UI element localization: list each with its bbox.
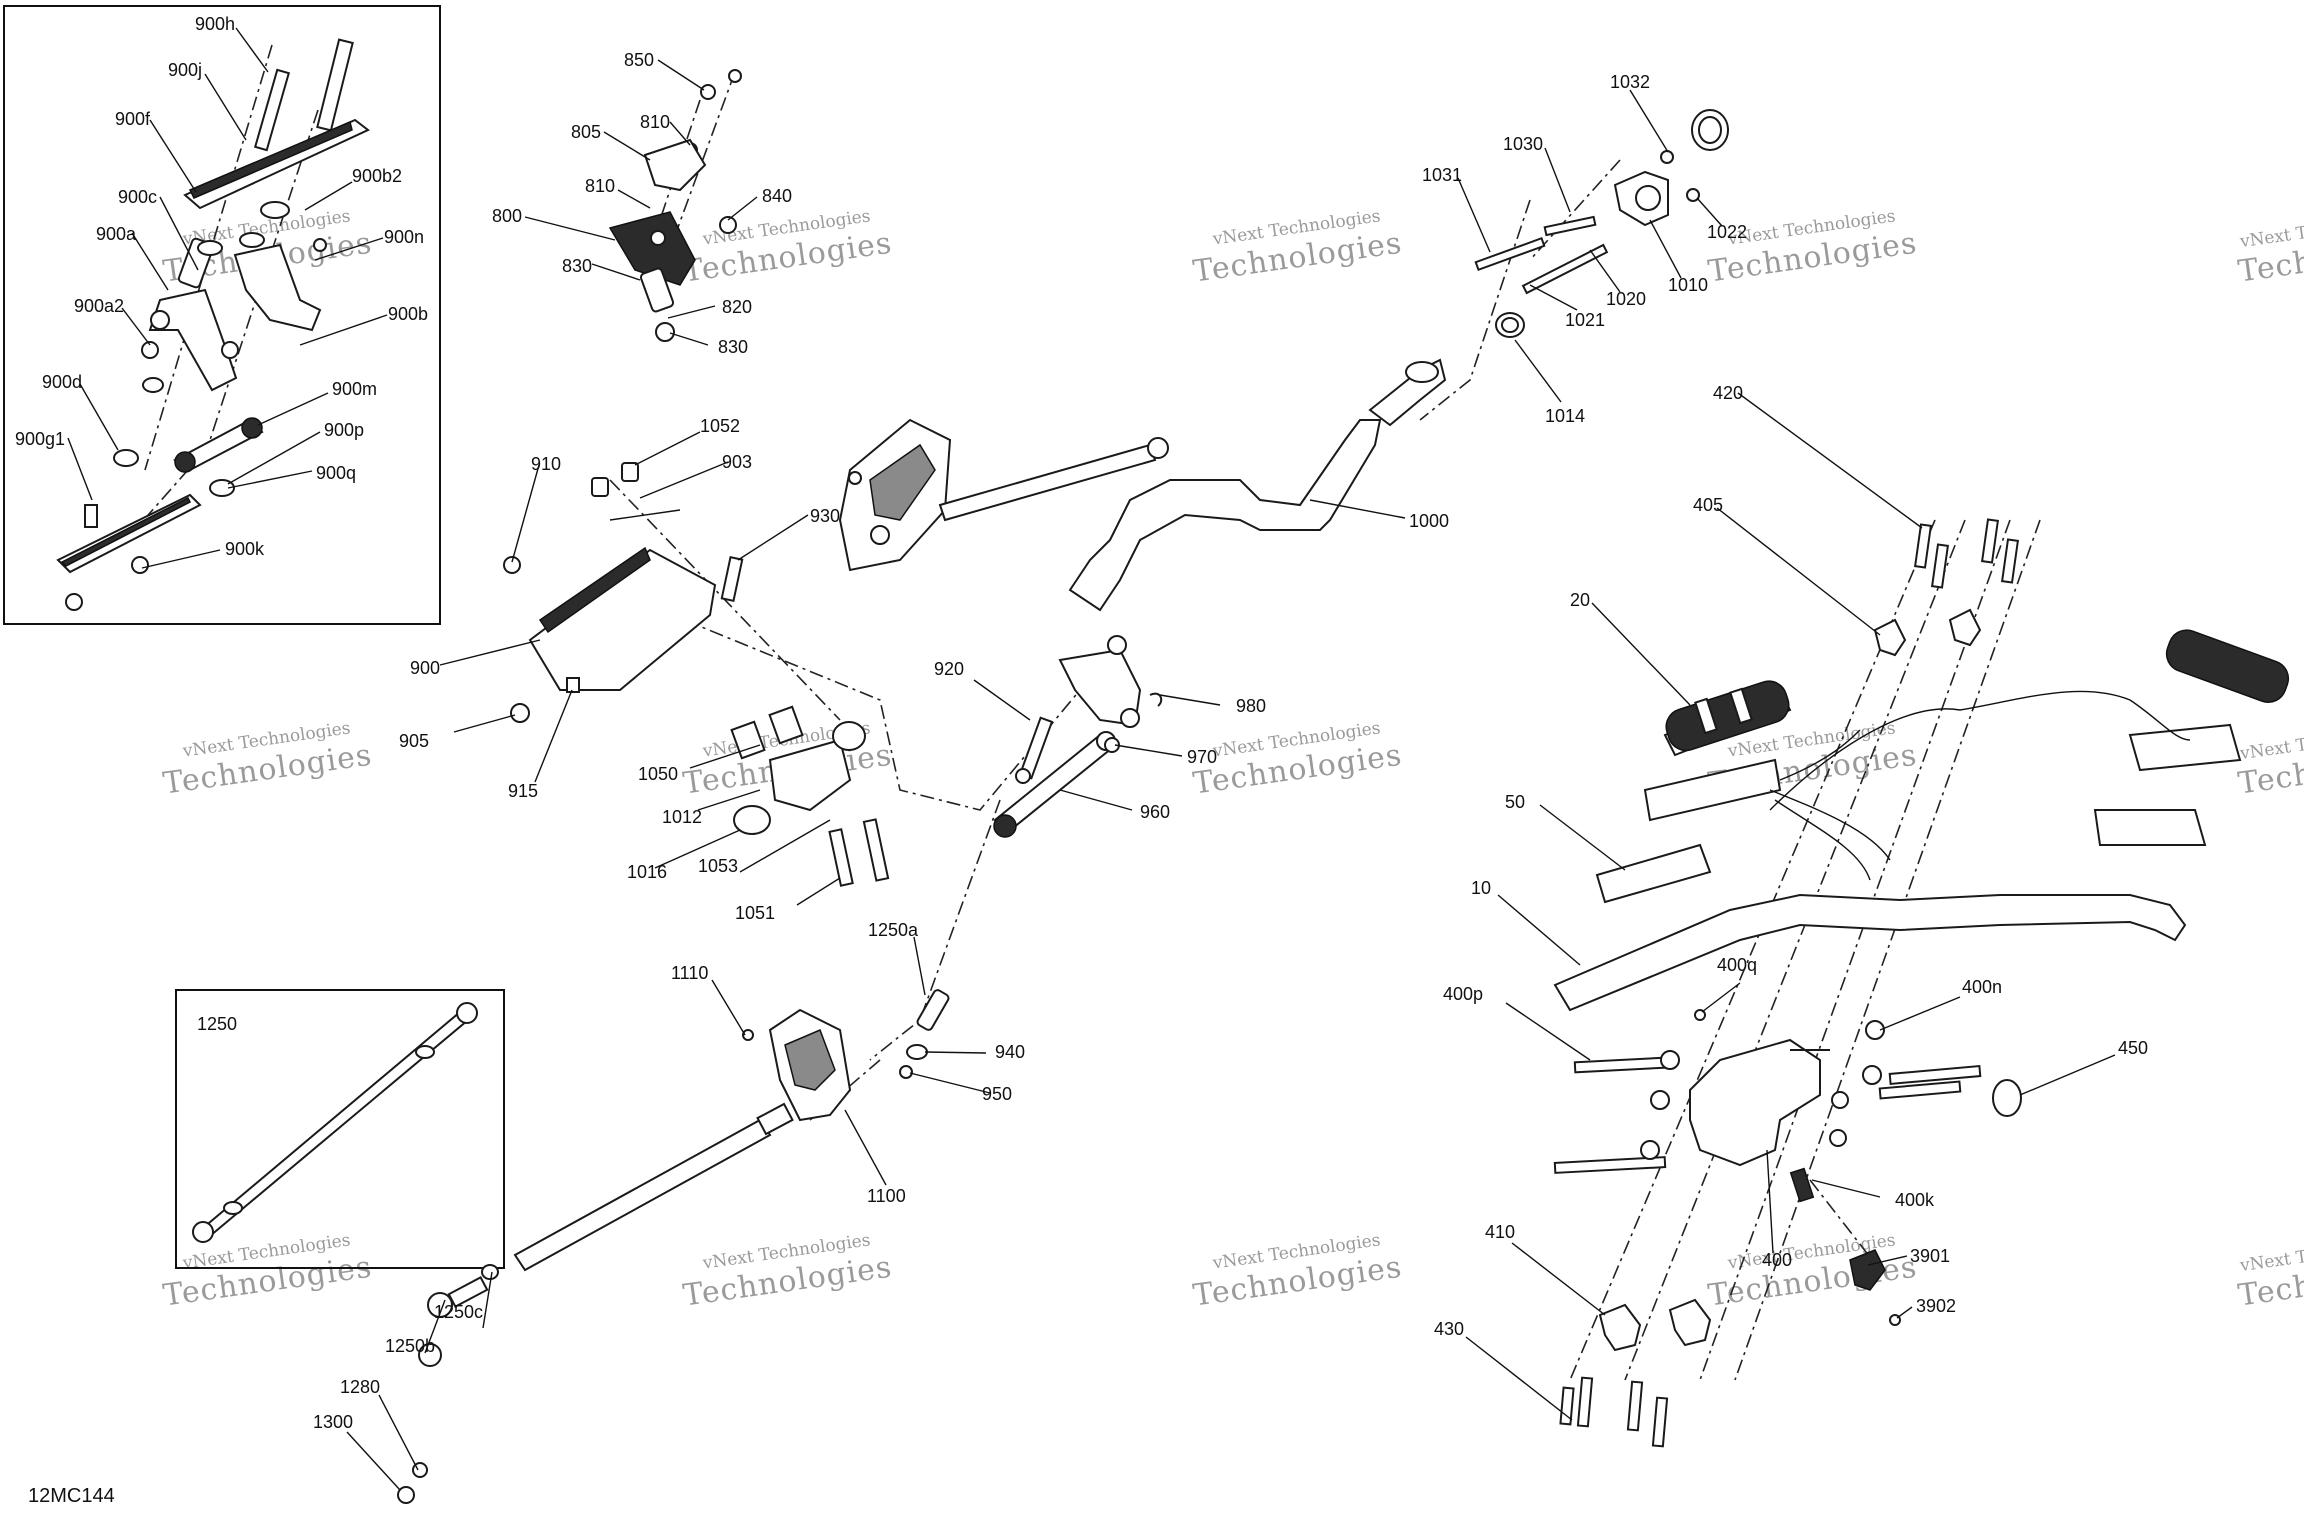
stem-block-1050-parts bbox=[730, 705, 890, 887]
lower-steering-parts bbox=[192, 989, 950, 1504]
callout-1031: 1031 bbox=[1422, 165, 1462, 185]
callout-900p: 900p bbox=[324, 420, 364, 440]
callout-915: 915 bbox=[508, 781, 538, 801]
callout-903: 903 bbox=[722, 452, 752, 472]
callout-840: 840 bbox=[762, 186, 792, 206]
callout-900k: 900k bbox=[225, 539, 265, 559]
handlebar-10-parts bbox=[1553, 518, 2290, 1448]
callout-950: 950 bbox=[982, 1084, 1012, 1104]
callout-400n: 400n bbox=[1962, 977, 2002, 997]
watermark-text: vNext Technologies bbox=[2238, 721, 2304, 764]
callout-970: 970 bbox=[1187, 747, 1217, 767]
callout-810: 810 bbox=[640, 112, 670, 132]
callout-1000: 1000 bbox=[1409, 511, 1449, 531]
callout-1053: 1053 bbox=[698, 856, 738, 876]
callout-930: 930 bbox=[810, 506, 840, 526]
link-960-parts bbox=[993, 716, 1120, 838]
callout-410: 410 bbox=[1485, 1222, 1515, 1242]
callout-1250a: 1250a bbox=[868, 920, 919, 940]
callout-20: 20 bbox=[1570, 590, 1590, 610]
callout-900h: 900h bbox=[195, 14, 235, 34]
callout-900a: 900a bbox=[96, 224, 137, 244]
callout-910: 910 bbox=[531, 454, 561, 474]
callout-1250c: 1250c bbox=[434, 1302, 483, 1322]
callout-900d: 900d bbox=[42, 372, 82, 392]
steering-arm-930-parts bbox=[838, 418, 1169, 572]
leader-lines bbox=[67, 27, 2116, 1491]
callout-800: 800 bbox=[492, 206, 522, 226]
callout-960: 960 bbox=[1140, 802, 1170, 822]
callout-400k: 400k bbox=[1895, 1190, 1935, 1210]
callout-430: 430 bbox=[1434, 1319, 1464, 1339]
callout-1051: 1051 bbox=[735, 903, 775, 923]
callout-905: 905 bbox=[399, 731, 429, 751]
callout-900j: 900j bbox=[168, 60, 202, 80]
riser-1000-parts bbox=[1058, 358, 1447, 728]
callout-405: 405 bbox=[1693, 495, 1723, 515]
callout-980: 980 bbox=[1236, 696, 1266, 716]
callout-1022: 1022 bbox=[1707, 222, 1747, 242]
clamp-1010-parts bbox=[1474, 109, 1729, 338]
callout-3901: 3901 bbox=[1910, 1246, 1950, 1266]
watermark-text: vNext Technologies bbox=[2238, 1233, 2304, 1276]
callout-830: 830 bbox=[718, 337, 748, 357]
callout-400: 400 bbox=[1762, 1250, 1792, 1270]
callout-850: 850 bbox=[624, 50, 654, 70]
callout-1010: 1010 bbox=[1668, 275, 1708, 295]
callout-400p: 400p bbox=[1443, 984, 1483, 1004]
callout-1100: 1100 bbox=[867, 1186, 906, 1206]
inset-1250-title: 1250 bbox=[197, 1014, 237, 1034]
diagram-code: 12MC144 bbox=[28, 1485, 115, 1507]
inset-frame-900 bbox=[3, 5, 441, 625]
callout-50: 50 bbox=[1505, 792, 1525, 812]
callout-920: 920 bbox=[934, 659, 964, 679]
callout-1032: 1032 bbox=[1610, 72, 1650, 92]
callout-805: 805 bbox=[571, 122, 601, 142]
callout-1030: 1030 bbox=[1503, 134, 1543, 154]
callout-900c: 900c bbox=[118, 187, 157, 207]
steering-stem-900-parts bbox=[503, 462, 744, 723]
callout-900f: 900f bbox=[115, 109, 151, 129]
callout-labels: 900h 900j 900f 900c 900b2 900a 900n 900a… bbox=[15, 14, 2148, 1432]
callout-1250b: 1250b bbox=[385, 1336, 435, 1356]
callout-400q: 400q bbox=[1717, 955, 1757, 975]
bracket-800-parts bbox=[608, 69, 742, 342]
callout-1050: 1050 bbox=[638, 764, 678, 784]
callout-900b: 900b bbox=[388, 304, 428, 324]
callout-1280: 1280 bbox=[340, 1377, 380, 1397]
callout-1110: 1110 bbox=[671, 963, 708, 983]
callout-1012: 1012 bbox=[662, 807, 702, 827]
callout-1052: 1052 bbox=[700, 416, 740, 436]
callout-900n: 900n bbox=[384, 227, 424, 247]
callout-940: 940 bbox=[995, 1042, 1025, 1062]
callout-1021: 1021 bbox=[1565, 310, 1605, 330]
callout-810: 810 bbox=[585, 176, 615, 196]
callout-900g1: 900g1 bbox=[15, 429, 65, 449]
callout-900: 900 bbox=[410, 658, 440, 678]
callout-900m: 900m bbox=[332, 379, 377, 399]
callout-10: 10 bbox=[1471, 878, 1491, 898]
callout-900a2: 900a2 bbox=[74, 296, 124, 316]
watermark-text: vNext Technologies bbox=[2238, 209, 2304, 252]
callout-420: 420 bbox=[1713, 383, 1743, 403]
callout-900q: 900q bbox=[316, 463, 356, 483]
inset-frame-1250 bbox=[175, 989, 505, 1269]
callout-1014: 1014 bbox=[1545, 406, 1585, 426]
callout-1300: 1300 bbox=[313, 1412, 353, 1432]
callout-900b2: 900b2 bbox=[352, 166, 402, 186]
callout-820: 820 bbox=[722, 297, 752, 317]
callout-1016: 1016 bbox=[627, 862, 667, 882]
callout-450: 450 bbox=[2118, 1038, 2148, 1058]
watermarks: vNext Technologies Technologies vNext Te… bbox=[161, 206, 2304, 1313]
inset-900-parts bbox=[56, 38, 370, 611]
callout-1020: 1020 bbox=[1606, 289, 1646, 309]
callout-3902: 3902 bbox=[1916, 1296, 1956, 1316]
callout-830: 830 bbox=[562, 256, 592, 276]
